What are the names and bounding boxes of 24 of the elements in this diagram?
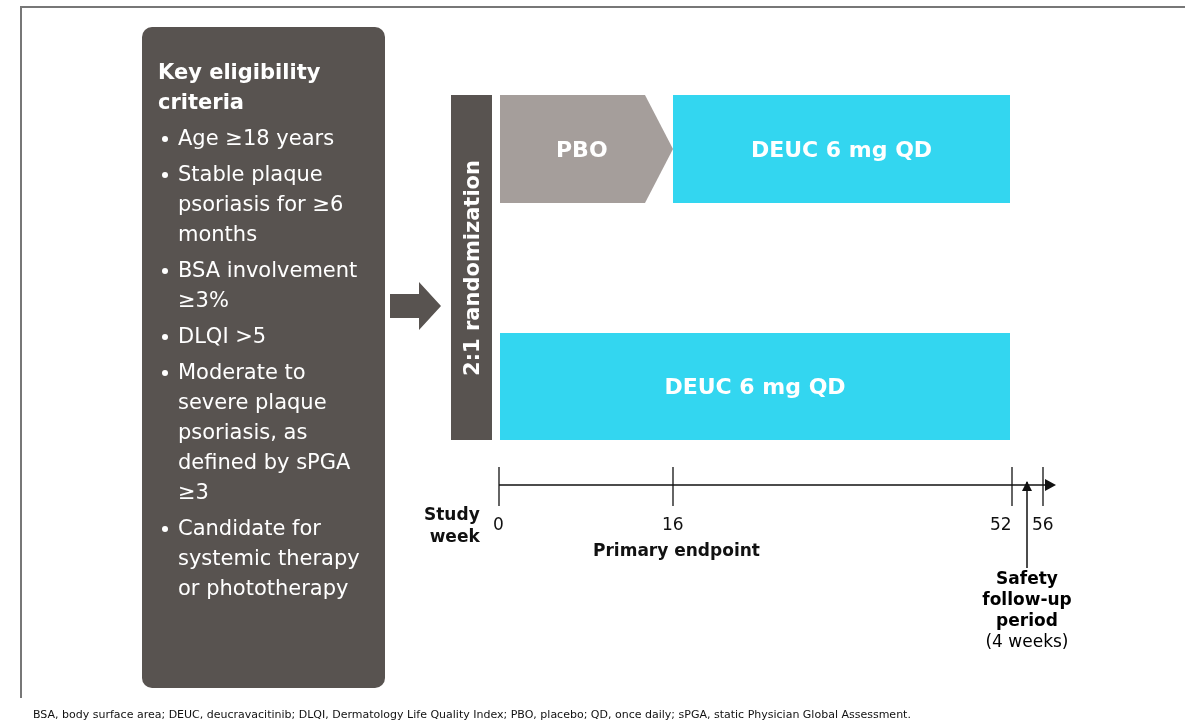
panel-heading: Key eligibility criteria	[158, 59, 322, 116]
bullet-item: Candidate for systemic therapy or phototherapy	[178, 515, 361, 602]
bar-label: 2:1 randomization	[459, 159, 484, 376]
period-duration: (4 weeks)	[984, 631, 1070, 652]
axis-title: Study week	[424, 503, 480, 547]
treatment-bar: DEUC 6 mg QD	[500, 333, 1010, 440]
criteria-panel	[142, 27, 385, 688]
bullet-item: Age ≥18 years	[178, 125, 335, 152]
arrow	[1022, 481, 1032, 569]
tick-label: 52	[990, 514, 1012, 534]
bullet-item: BSA involvement ≥3%	[178, 257, 359, 314]
tick-label: 0	[493, 514, 504, 534]
randomization-bar	[451, 95, 492, 440]
period-label: Safety follow-up period	[981, 568, 1073, 631]
arm-label: PBO	[556, 136, 608, 162]
tick-label: 16	[662, 514, 684, 534]
bullet-item: Stable plaque psoriasis for ≥6 months	[178, 161, 345, 248]
footnote: BSA, body surface area; DEUC, deucravacitinib; DLQI, Dermatology Life Quality Index; PBO, placebo; QD, once daily; sPGA, static Physician Global Assessment.	[33, 708, 911, 721]
treatment-bar: DEUC 6 mg QD	[673, 95, 1010, 203]
bullet-item: Moderate to severe plaque psoriasis, as defined by sPGA ≥3	[178, 359, 352, 506]
bullet-item: DLQI >5	[178, 323, 267, 350]
tick-label: 56	[1032, 514, 1054, 534]
block-arrow	[390, 282, 441, 330]
milestone-label: Primary endpoint	[593, 540, 760, 560]
